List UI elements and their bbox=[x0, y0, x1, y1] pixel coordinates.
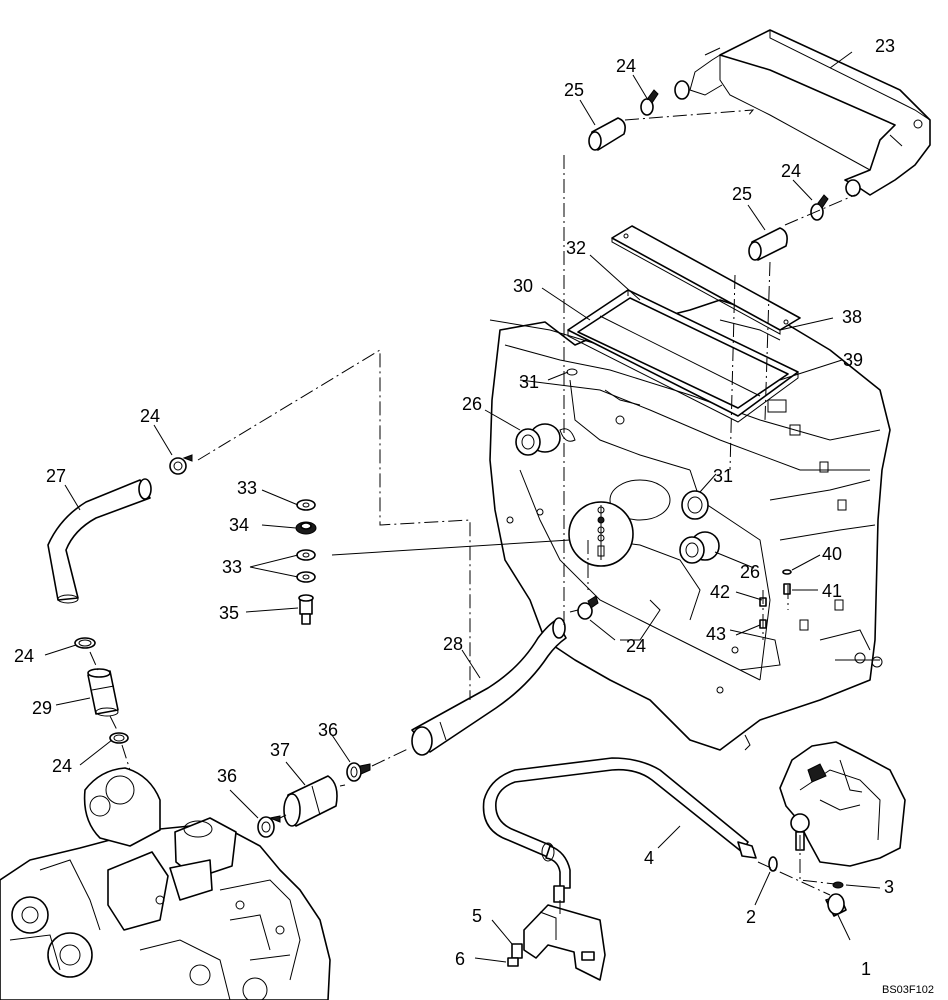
callout-43: 43 bbox=[706, 624, 726, 644]
callout-32: 32 bbox=[566, 238, 586, 258]
clamp-36-left bbox=[257, 815, 281, 838]
clamp-24-right bbox=[577, 595, 599, 620]
callout-39: 39 bbox=[843, 350, 863, 370]
callout-33-lower: 33 bbox=[222, 557, 242, 577]
bracket-5-6 bbox=[507, 904, 606, 981]
grommet-31-ring bbox=[681, 490, 709, 520]
hose-25-lower bbox=[748, 227, 788, 261]
drawing-reference-code: BS03F102 bbox=[882, 984, 934, 996]
washer-33-top bbox=[296, 499, 316, 511]
callout-24-left: 24 bbox=[140, 406, 160, 426]
callout-4: 4 bbox=[644, 848, 654, 868]
clamp-24-upper-b bbox=[810, 194, 829, 221]
callout-1: 1 bbox=[861, 959, 871, 979]
detail-circle bbox=[568, 501, 634, 567]
coupler-hose-29 bbox=[87, 668, 119, 717]
callout-24-hose-bottom: 24 bbox=[52, 756, 72, 776]
callout-34: 34 bbox=[229, 515, 249, 535]
callout-38: 38 bbox=[842, 307, 862, 327]
callout-37: 37 bbox=[270, 740, 290, 760]
clamp-24-hose29-bottom bbox=[109, 732, 129, 744]
bolt-35 bbox=[298, 594, 314, 625]
callout-24-upper-right: 24 bbox=[781, 161, 801, 181]
callout-30: 30 bbox=[513, 276, 533, 296]
intercooler-23 bbox=[674, 29, 931, 197]
callout-23: 23 bbox=[875, 36, 895, 56]
callout-40: 40 bbox=[822, 544, 842, 564]
washer-33-bottom bbox=[296, 571, 316, 583]
engine-assembly bbox=[0, 767, 331, 1000]
callout-5: 5 bbox=[472, 906, 482, 926]
tube-assembly-4 bbox=[482, 757, 757, 903]
callout-31-lower: 31 bbox=[713, 466, 733, 486]
callout-29: 29 bbox=[32, 698, 52, 718]
washer-33-mid bbox=[296, 549, 316, 561]
clamp-24-hose29-top bbox=[74, 637, 96, 649]
callout-36-right: 36 bbox=[318, 720, 338, 740]
callout-35: 35 bbox=[219, 603, 239, 623]
callout-labels: 1 2 3 4 5 6 23 24 24 24 24 24 24 25 25 2… bbox=[14, 36, 895, 979]
fitting-1-3 bbox=[825, 881, 847, 917]
support-frame-30-32 bbox=[567, 289, 799, 423]
clamp-24-left bbox=[169, 454, 193, 475]
o-ring-2 bbox=[768, 856, 778, 872]
frame-assembly bbox=[489, 299, 891, 751]
callout-2: 2 bbox=[746, 907, 756, 927]
callout-33-top: 33 bbox=[237, 478, 257, 498]
callout-6: 6 bbox=[455, 949, 465, 969]
callout-42: 42 bbox=[710, 582, 730, 602]
callout-24-hose-top: 24 bbox=[14, 646, 34, 666]
elbow-hose-27 bbox=[47, 478, 152, 604]
intake-hose-28 bbox=[411, 617, 567, 756]
phantom-routing-lines bbox=[89, 109, 856, 915]
callout-26-lower: 26 bbox=[740, 562, 760, 582]
callout-26-upper: 26 bbox=[462, 394, 482, 414]
callout-36-left: 36 bbox=[217, 766, 237, 786]
callout-3: 3 bbox=[884, 877, 894, 897]
callout-24-top: 24 bbox=[616, 56, 636, 76]
callout-25-upper: 25 bbox=[564, 80, 584, 100]
grommet-26-lower bbox=[679, 531, 720, 564]
callout-28: 28 bbox=[443, 634, 463, 654]
leader-lines bbox=[44, 51, 881, 963]
grommet-26-upper bbox=[515, 423, 561, 456]
clamp-24-upper-a bbox=[640, 89, 659, 116]
cover-plate-38 bbox=[611, 225, 801, 335]
callout-25-lower: 25 bbox=[732, 184, 752, 204]
hose-25-upper bbox=[588, 117, 626, 151]
clamp-36-right bbox=[346, 762, 371, 782]
callout-24-right: 24 bbox=[626, 636, 646, 656]
callout-31-upper: 31 bbox=[519, 372, 539, 392]
reservoir-assembly bbox=[779, 741, 906, 867]
hose-37 bbox=[283, 775, 338, 827]
isolator-34 bbox=[295, 521, 317, 535]
callout-27: 27 bbox=[46, 466, 66, 486]
callout-41: 41 bbox=[822, 581, 842, 601]
